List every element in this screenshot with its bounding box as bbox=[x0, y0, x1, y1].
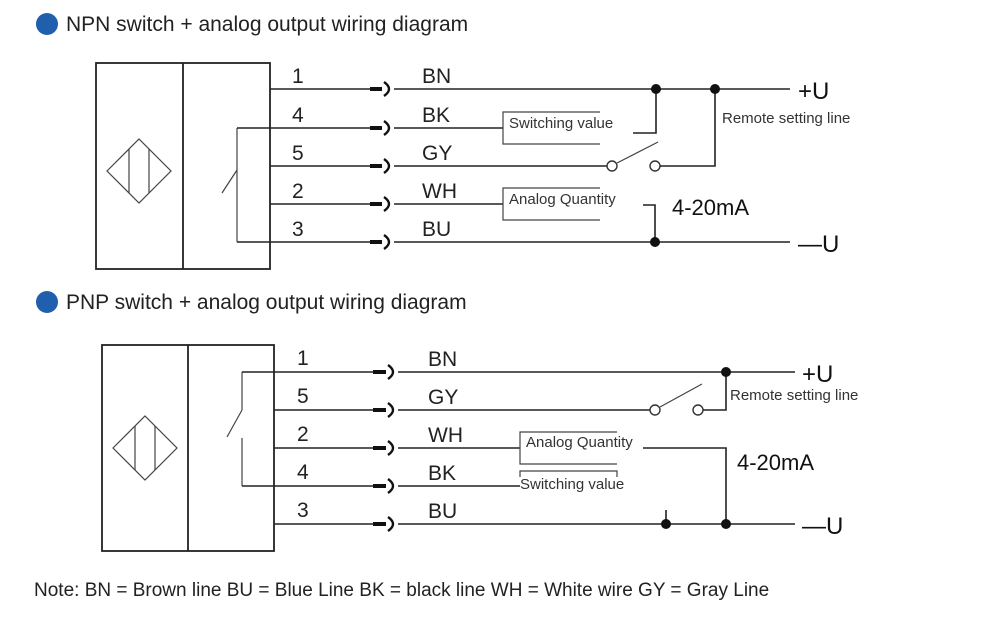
npn-pin-number: 3 bbox=[292, 218, 304, 241]
pnp-switching-value-block: Switching value bbox=[519, 470, 667, 524]
npn-plus-u: +U bbox=[798, 78, 829, 105]
npn-wire-4 bbox=[237, 120, 503, 136]
npn-pin-number: 1 bbox=[292, 65, 304, 88]
npn-inductive-sensor-icon bbox=[106, 138, 172, 204]
pnp-sensor-body bbox=[101, 344, 275, 552]
pnp-diagram: PNP switch + analog output wiring diagra… bbox=[36, 291, 858, 552]
npn-switching-label: Switching value bbox=[509, 115, 613, 132]
pnp-junction bbox=[721, 519, 731, 529]
npn-remote-label: Remote setting line bbox=[722, 110, 850, 127]
pnp-wire-1 bbox=[242, 364, 795, 380]
pnp-pin-number: 3 bbox=[297, 499, 309, 522]
npn-wire-code: BU bbox=[422, 218, 451, 241]
npn-bullet-icon bbox=[36, 13, 58, 35]
npn-diagram: NPN switch + analog output wiring diagra… bbox=[36, 13, 850, 270]
pnp-minus-u: —U bbox=[802, 513, 843, 540]
pnp-title: PNP switch + analog output wiring diagra… bbox=[66, 291, 467, 314]
npn-wire-5 bbox=[270, 158, 607, 174]
npn-minus-u: —U bbox=[798, 231, 839, 258]
pnp-internal-switch-icon bbox=[226, 372, 243, 486]
npn-wire-code: BK bbox=[422, 104, 450, 127]
npn-sensor-body bbox=[95, 62, 271, 270]
pnp-wire-5 bbox=[274, 402, 650, 418]
npn-junction bbox=[650, 237, 660, 247]
npn-remote-switch bbox=[606, 89, 716, 172]
pnp-wire-3 bbox=[274, 516, 795, 532]
npn-junction bbox=[710, 84, 720, 94]
pnp-wire-4 bbox=[242, 478, 520, 494]
npn-wire-2 bbox=[270, 196, 503, 212]
pnp-wire-code: WH bbox=[428, 424, 463, 447]
color-code-note: Note: BN = Brown line BU = Blue Line BK … bbox=[34, 580, 769, 601]
npn-analog-block: Analog Quantity bbox=[502, 187, 656, 242]
npn-pin-number: 4 bbox=[292, 104, 304, 127]
pnp-wire-code: BK bbox=[428, 462, 456, 485]
pnp-remote-switch bbox=[649, 372, 727, 416]
pnp-wire-code: BU bbox=[428, 500, 457, 523]
pnp-inductive-sensor-icon bbox=[112, 415, 178, 481]
pnp-pin-number: 2 bbox=[297, 423, 309, 446]
pnp-junction bbox=[721, 367, 731, 377]
pnp-plus-u: +U bbox=[802, 361, 833, 388]
pnp-current-label: 4-20mA bbox=[737, 450, 814, 475]
pnp-analog-label: Analog Quantity bbox=[526, 434, 633, 451]
npn-title: NPN switch + analog output wiring diagra… bbox=[66, 13, 468, 36]
npn-wire-1 bbox=[270, 81, 790, 97]
npn-internal-switch-icon bbox=[221, 128, 238, 242]
npn-wire-code: GY bbox=[422, 142, 452, 165]
pnp-pin-number: 5 bbox=[297, 385, 309, 408]
pnp-remote-label: Remote setting line bbox=[730, 387, 858, 404]
pnp-wire-code: BN bbox=[428, 348, 457, 371]
npn-pin-number: 2 bbox=[292, 180, 304, 203]
pnp-wire-2 bbox=[274, 440, 520, 456]
pnp-analog-block: Analog Quantity bbox=[519, 431, 727, 524]
npn-current-label: 4-20mA bbox=[672, 195, 749, 220]
pnp-pin-number: 1 bbox=[297, 347, 309, 370]
pnp-bullet-icon bbox=[36, 291, 58, 313]
npn-pin-number: 5 bbox=[292, 142, 304, 165]
pnp-switching-label: Switching value bbox=[520, 476, 624, 493]
npn-wire-code: BN bbox=[422, 65, 451, 88]
npn-junction bbox=[651, 84, 661, 94]
pnp-pin-number: 4 bbox=[297, 461, 309, 484]
npn-wire-code: WH bbox=[422, 180, 457, 203]
pnp-junction bbox=[661, 519, 671, 529]
npn-wire-3 bbox=[237, 234, 790, 250]
pnp-wire-code: GY bbox=[428, 386, 458, 409]
npn-switching-value-block: Switching value bbox=[502, 89, 657, 145]
npn-analog-label: Analog Quantity bbox=[509, 191, 616, 208]
